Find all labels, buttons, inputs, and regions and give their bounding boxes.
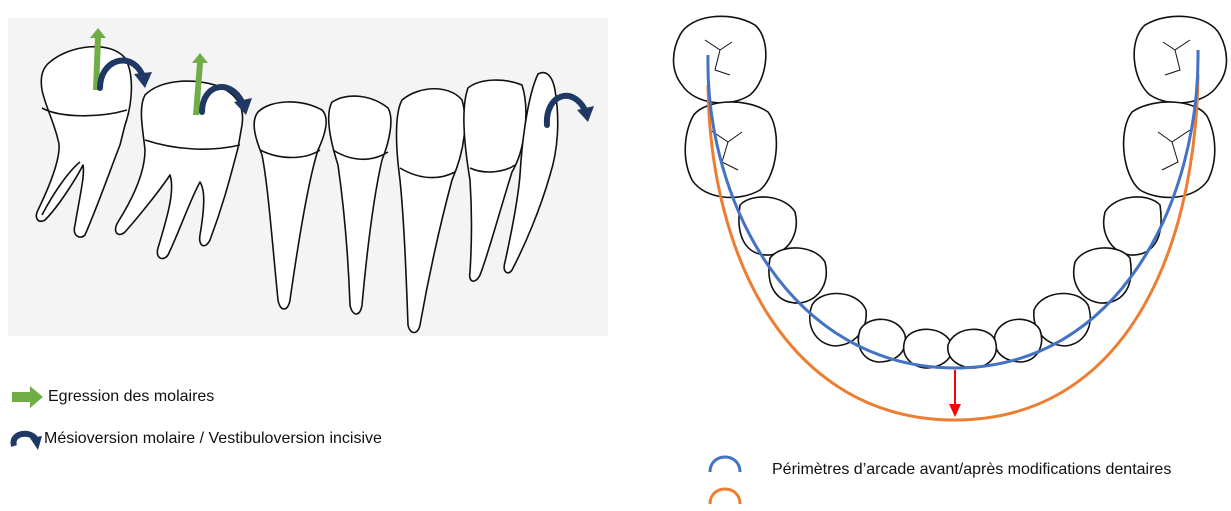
curved-arrow-icon bbox=[6, 426, 44, 452]
tooth-right-premolar-2 bbox=[1074, 248, 1131, 303]
tooth-left-premolar-2 bbox=[769, 248, 826, 303]
tooth-right-premolar-1 bbox=[1104, 197, 1161, 255]
arch-legend-symbols bbox=[702, 450, 752, 506]
blue-arc-icon bbox=[710, 457, 740, 472]
legend-item-mesioversion: Mésioversion molaire / Vestibuloversion … bbox=[6, 426, 382, 452]
dental-arch-illustration bbox=[640, 0, 1231, 506]
tooth-right-molar-2 bbox=[1124, 102, 1215, 197]
tooth-right-central bbox=[948, 329, 996, 368]
arch-legend-label: Périmètres d’arcade avant/après modifica… bbox=[772, 457, 1192, 482]
tooth-right-lateral bbox=[995, 319, 1042, 362]
legend-item-egression: Egression des molaires bbox=[10, 384, 214, 410]
legend-label-egression: Egression des molaires bbox=[48, 388, 214, 406]
legend-label-mesioversion: Mésioversion molaire / Vestibuloversion … bbox=[44, 430, 382, 448]
orange-arc-icon bbox=[710, 489, 740, 504]
tooth-left-premolar-1 bbox=[739, 197, 796, 255]
tooth-left-central bbox=[904, 329, 952, 368]
green-arrow-icon bbox=[10, 384, 48, 410]
tooth-right-molar-1 bbox=[1134, 16, 1226, 103]
lateral-teeth-illustration bbox=[0, 0, 610, 340]
arch-shift-arrow bbox=[949, 370, 961, 417]
tooth-left-molar-2 bbox=[685, 102, 776, 197]
tooth-left-molar-1 bbox=[674, 16, 766, 103]
